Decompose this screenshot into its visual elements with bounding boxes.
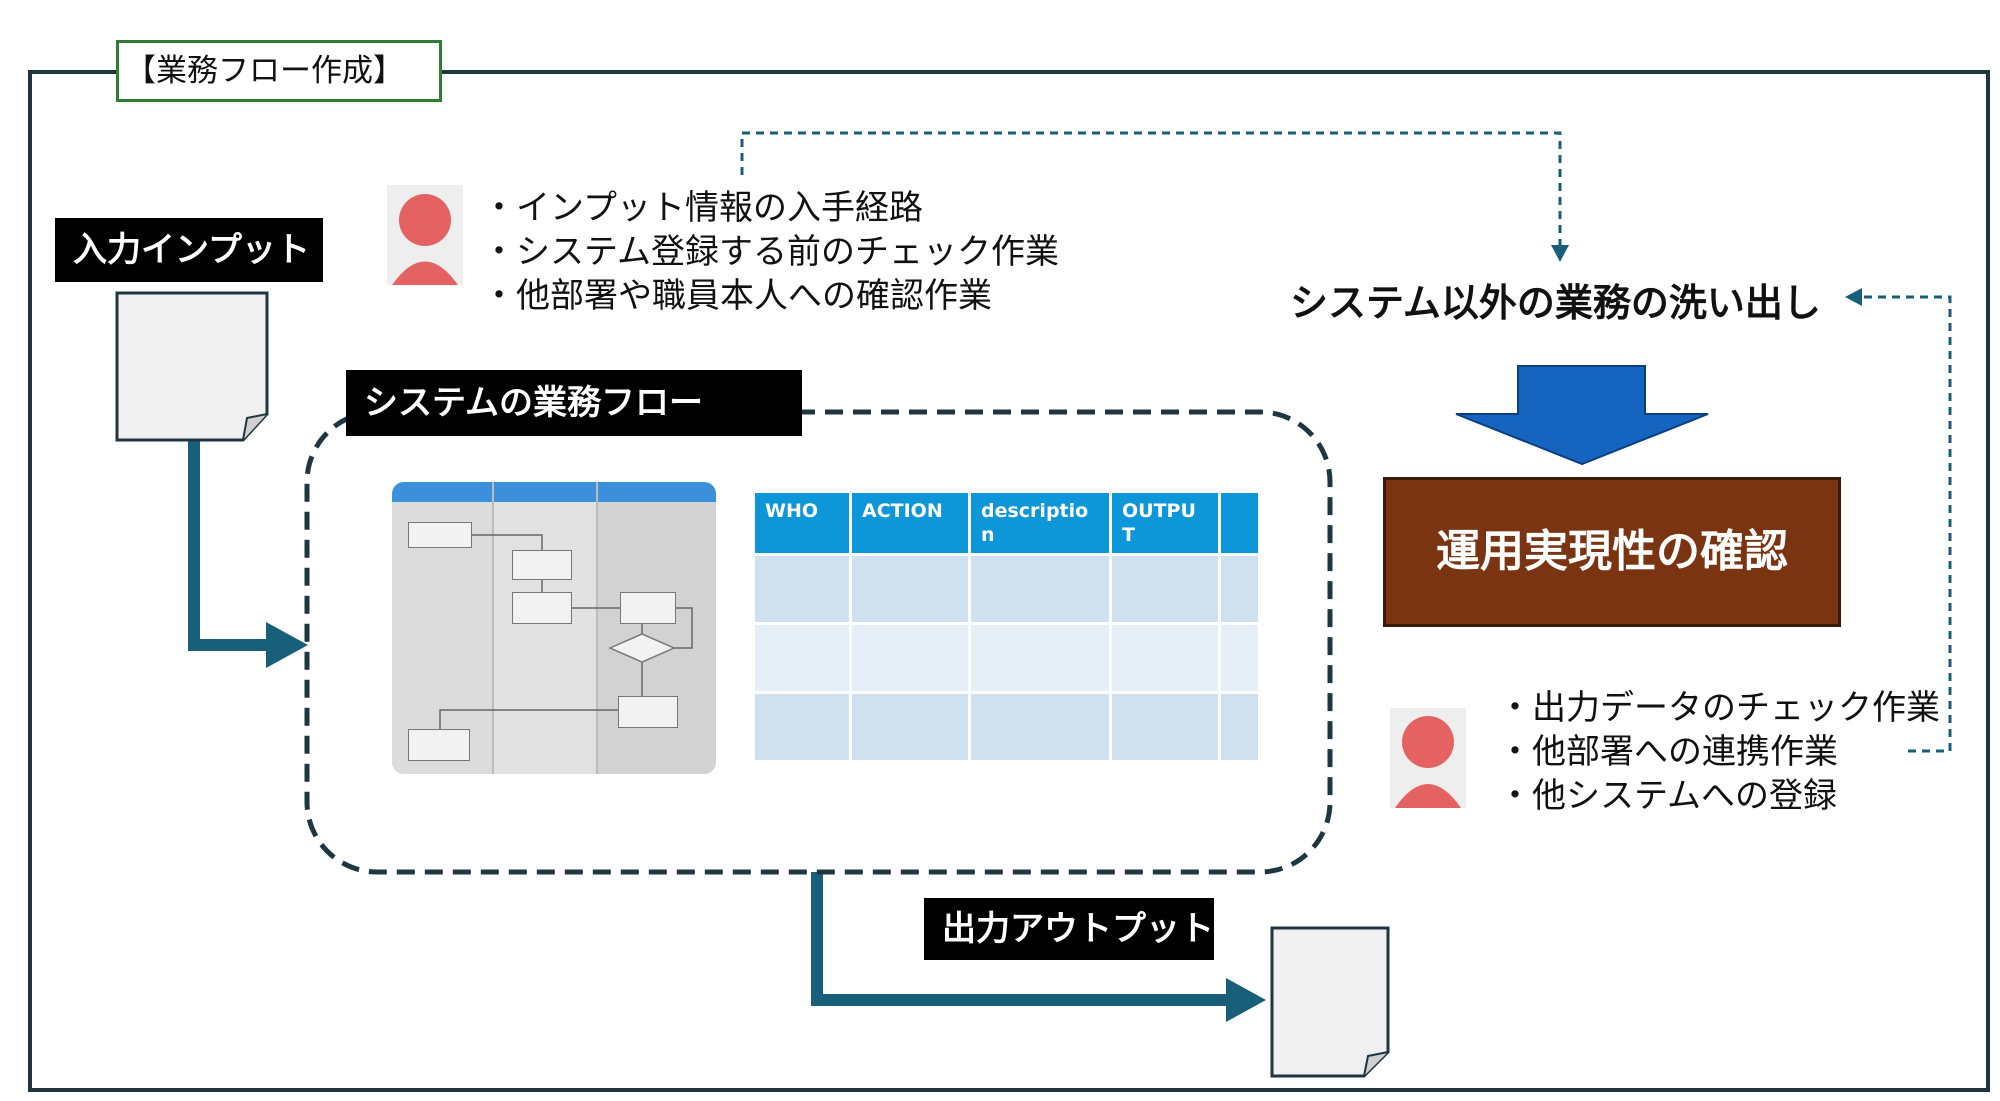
col-header-extra — [1218, 490, 1261, 556]
table-header-row: WHO ACTION description OUTPUT — [752, 490, 1261, 556]
right-connector-arrowhead — [1845, 288, 1862, 306]
col-header-output: OUTPUT — [1109, 490, 1221, 556]
flow-node — [408, 522, 472, 548]
right-dashed-connector — [1858, 295, 1952, 753]
col-header-who: WHO — [752, 490, 852, 556]
swimlane-flow-thumbnail — [392, 482, 716, 774]
lane-header — [392, 482, 492, 502]
non-system-tasks-heading: システム以外の業務の洗い出し — [1290, 281, 1821, 325]
lane-header — [494, 482, 596, 502]
output-label: 出力アウトプット — [924, 898, 1214, 960]
col-header-action: ACTION — [849, 490, 971, 556]
bullet-item: ・他部署や職員本人への確認作業 — [482, 276, 992, 316]
flow-node — [618, 696, 678, 728]
who-action-table: WHO ACTION description OUTPUT — [752, 490, 1261, 763]
swimlane — [392, 482, 494, 774]
output-arrow — [811, 872, 1228, 1006]
bullet-item: ・他部署への連携作業 — [1498, 732, 1838, 772]
system-flow-boundary — [304, 409, 1333, 875]
person-icon-bottom — [1390, 708, 1466, 808]
flow-node — [408, 729, 470, 761]
swimlane — [494, 482, 598, 774]
table-row — [752, 622, 1261, 694]
top-bullet-list: ・インプット情報の入手経路 ・システム登録する前のチェック作業 ・他部署や職員本… — [482, 186, 1059, 318]
bullet-item: ・他システムへの登録 — [1498, 776, 1837, 816]
top-connector-arrowhead — [1551, 245, 1569, 262]
bullet-item: ・出力データのチェック作業 — [1498, 688, 1940, 728]
flow-node — [620, 592, 676, 624]
output-document-icon — [1270, 926, 1390, 1078]
output-arrowhead — [1226, 978, 1266, 1022]
top-dashed-connector — [740, 131, 1562, 250]
col-header-description: description — [968, 490, 1112, 556]
down-arrow — [1455, 365, 1709, 466]
input-arrowhead — [266, 622, 308, 668]
bullet-item: ・システム登録する前のチェック作業 — [482, 232, 1059, 272]
bullet-item: ・インプット情報の入手経路 — [482, 188, 923, 228]
feasibility-confirm-box: 運用実現性の確認 — [1383, 477, 1841, 627]
flow-node — [512, 550, 572, 580]
lane-header — [598, 482, 716, 502]
input-document-icon — [115, 291, 269, 442]
system-flow-label: システムの業務フロー — [346, 370, 802, 436]
diagram-frame — [28, 70, 1990, 1092]
input-label: 入力インプット — [55, 218, 323, 282]
thumbnail-flowlines — [439, 534, 693, 729]
input-arrow — [188, 440, 270, 651]
bottom-bullet-list: ・出力データのチェック作業 ・他部署への連携作業 ・他システムへの登録 — [1498, 686, 1940, 818]
person-icon-top — [387, 185, 463, 285]
diagram-title: 【業務フロー作成】 — [116, 40, 442, 102]
table-row — [752, 553, 1261, 625]
flow-node — [512, 592, 572, 624]
table-row — [752, 691, 1261, 763]
